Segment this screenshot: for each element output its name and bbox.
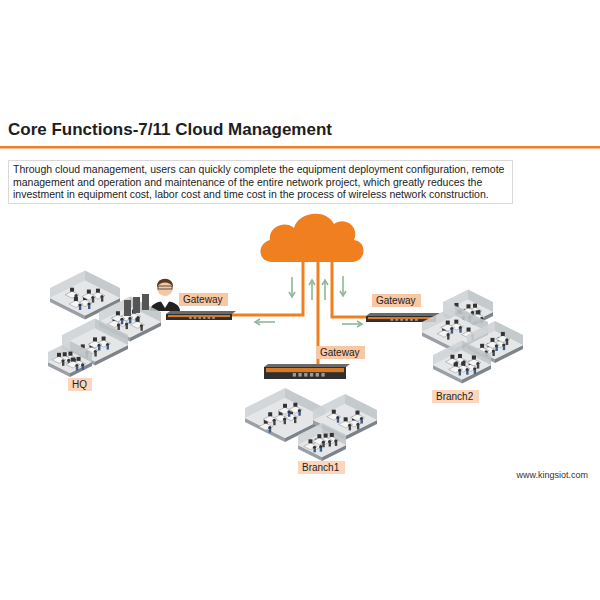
network-line [232,262,303,315]
gateway-label: Gateway [179,293,228,306]
flow-arrow [322,280,328,300]
node-text: Through cloud management, users can quic… [13,163,508,201]
administrator-icon [150,279,180,311]
flow-arrow [289,277,295,297]
office-floor [48,341,92,377]
flow-arrow [342,321,362,327]
node-text: Gateway [183,294,224,305]
gateway-label: Gateway [372,294,421,307]
flow-arrow [255,319,275,325]
shelf [142,294,149,310]
network-line [332,262,366,317]
title-rule [0,146,600,149]
flow-arrow [309,280,315,300]
watermark: www.kingsiot.com [516,470,588,480]
office-floor [62,319,128,366]
office-floor [298,423,346,461]
description-box: Through cloud management, users can quic… [8,160,513,204]
site-label: Branch2 [432,390,479,403]
gateway-device [264,364,350,379]
office-floor [467,321,523,363]
office-floor [433,341,491,384]
node-text: Branch1 [302,462,341,473]
node-text: Gateway [376,295,417,306]
flow-arrow [340,276,346,296]
shelf [133,297,140,313]
gateway-label: Gateway [316,346,365,359]
node-text: HQ [72,379,88,390]
cloud [260,214,363,262]
site-label: Branch1 [298,461,345,474]
title: Core Functions-7/11 Cloud Management [8,120,332,140]
node-text: Branch2 [436,391,475,402]
node-text: Gateway [320,347,361,358]
gateway-device [166,311,236,320]
shelf [124,300,131,316]
site-label: HQ [68,378,92,391]
